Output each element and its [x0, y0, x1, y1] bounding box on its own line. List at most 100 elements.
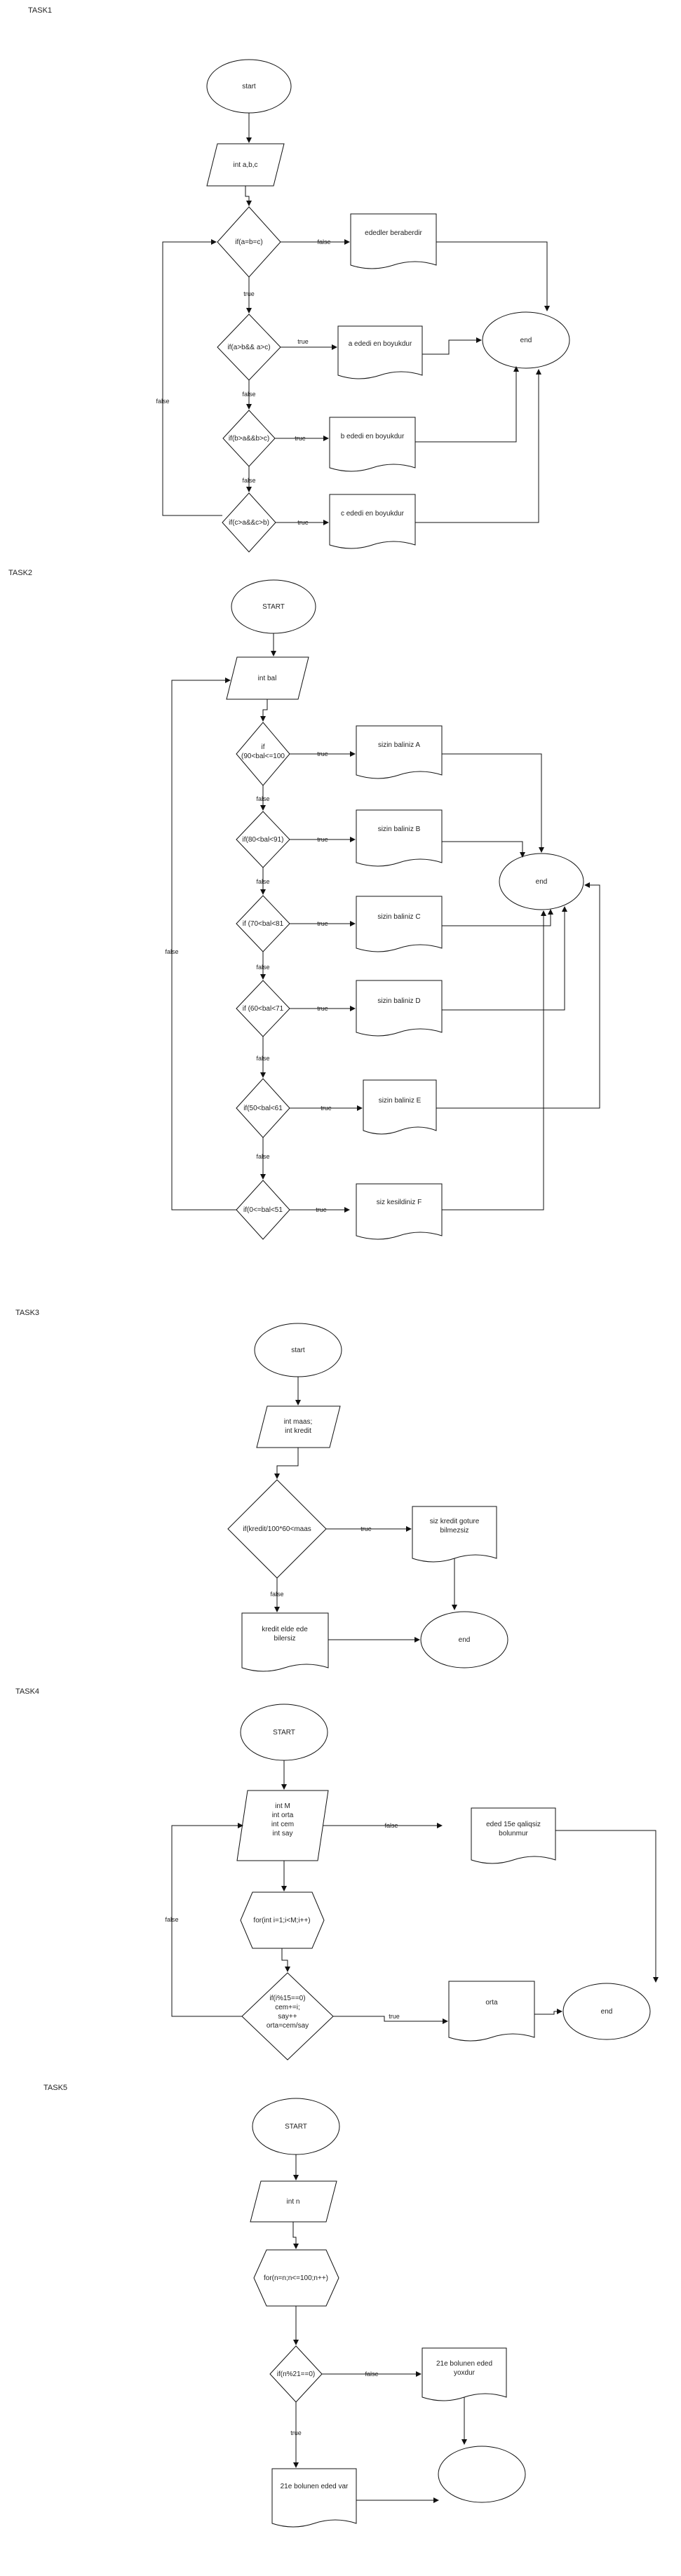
task4-cond-label-2: cem+=i;: [275, 2004, 300, 2011]
task5-input-node[interactable]: [250, 2180, 337, 2223]
task2-end-node[interactable]: [499, 853, 584, 910]
task4-none-label-1: eded 15e qaliqsiz: [486, 1821, 541, 1828]
task2-grade-e-label: sizin baliniz E: [379, 1097, 422, 1105]
task2-false-label-3: false: [256, 964, 269, 971]
task1-true-label-2: true: [297, 338, 309, 345]
task2-grade-b-output[interactable]: [356, 809, 443, 867]
task3-no-output[interactable]: [241, 1612, 329, 1672]
task5-found-output[interactable]: [271, 2468, 357, 2528]
task4-title: TASK4: [15, 1687, 39, 1696]
task2-false-label-6: false: [165, 948, 178, 955]
task2-true-label-1: true: [317, 750, 328, 757]
task4-input-label-1: int M: [275, 1802, 290, 1810]
task1-true-label-4: true: [297, 519, 309, 526]
task4-orta-output[interactable]: [448, 1981, 535, 2042]
task1-false-label-4: false: [156, 398, 169, 405]
task2-grade-f-output[interactable]: [356, 1183, 443, 1240]
task1-cond3-label: if(b>a&&b>c): [229, 435, 269, 443]
task1-input-node[interactable]: [206, 143, 285, 187]
task4-input-label-2: int orta: [272, 1812, 294, 1819]
task2-input-label: int bal: [258, 675, 277, 682]
task5-none-label-1: 21e bolunen eded: [436, 2360, 492, 2368]
task4-cond-label-4: orta=cem/say: [267, 2022, 309, 2030]
task2-cond6-node[interactable]: [236, 1180, 290, 1240]
task1-b-big-output[interactable]: [329, 417, 416, 472]
task4-edges: [171, 1760, 659, 2024]
task3-end-label: end: [459, 1636, 471, 1644]
task3-false-label: false: [270, 1591, 283, 1598]
task4-input-node[interactable]: [236, 1790, 329, 1861]
task3-edges: [274, 1377, 457, 1643]
task1-b-big-label: b ededi en boyukdur: [341, 433, 405, 440]
task2-edges: [171, 633, 600, 1213]
task2-grade-d-output[interactable]: [356, 980, 443, 1037]
task1-cond1-label: if(a=b=c): [235, 238, 262, 246]
task2-cond3-label: if (70<bal<81: [243, 920, 284, 928]
task2-cond2-label: if(80<bal<91): [243, 836, 284, 844]
task4-end-label: end: [601, 2008, 613, 2016]
task5-none-label-2: yoxdur: [454, 2369, 476, 2377]
task4-loop-node[interactable]: [240, 1891, 325, 1949]
task2-input-node[interactable]: [226, 656, 309, 700]
task4-end-node[interactable]: [562, 1983, 651, 2040]
task4-cond-label-1: if(i%15==0): [269, 1995, 305, 2002]
task2-cond6-label: if(0<=bal<51: [243, 1206, 283, 1214]
task3-input-node[interactable]: [256, 1405, 341, 1448]
task5-loop-label: for(n=n;n<=100;n++): [264, 2274, 328, 2282]
task4-start-label: START: [273, 1729, 295, 1737]
task1-equal-output[interactable]: [350, 213, 437, 269]
task5-input-label: int n: [287, 2198, 300, 2206]
task2-grade-c-label: sizin baliniz C: [377, 913, 420, 921]
task2-true-label-6: true: [316, 1206, 327, 1213]
task4-cond-node[interactable]: [241, 1972, 334, 2061]
task4-cond-label-3: say++: [278, 2013, 297, 2021]
task5-loop-node[interactable]: [253, 2249, 339, 2307]
task1-c-big-output[interactable]: [329, 494, 416, 549]
task3-input-label-1: int maas;: [284, 1418, 313, 1426]
task2-false-label-1: false: [256, 795, 269, 802]
task2-grade-c-output[interactable]: [356, 896, 443, 952]
task1-equal-label: ededler beraberdir: [365, 229, 422, 237]
task2-grade-f-label: siz kesildiniz F: [377, 1199, 422, 1206]
task4-orta-label: orta: [485, 1999, 498, 2007]
task3-start-label: start: [291, 1347, 305, 1354]
task1-a-big-output[interactable]: [337, 325, 423, 379]
task2-grade-a-output[interactable]: [356, 725, 443, 779]
task1-cond4-node[interactable]: [222, 492, 276, 553]
task4-none-output[interactable]: [471, 1807, 556, 1864]
task1-input-label: int a,b,c: [233, 161, 257, 169]
task5-end-node[interactable]: [438, 2446, 526, 2503]
task2-grade-b-label: sizin baliniz B: [378, 825, 421, 833]
task1-end-node[interactable]: [482, 311, 570, 369]
task2-true-label-4: true: [317, 1005, 328, 1012]
task3-end-node[interactable]: [420, 1611, 508, 1668]
task1-false-label-2: false: [242, 391, 255, 398]
task4-input-label-4: int say: [273, 1830, 293, 1837]
task2-grade-a-label: sizin baliniz A: [378, 741, 420, 749]
task1-edges: [162, 113, 550, 525]
task2-start-label: START: [262, 603, 285, 611]
task2-false-label-5: false: [256, 1153, 269, 1160]
task3-input-label-2: int kredit: [285, 1427, 311, 1435]
task2-title: TASK2: [8, 569, 32, 577]
task1-true-label-1: true: [243, 290, 255, 297]
task1-a-big-label: a ededi en boyukdur: [349, 340, 412, 348]
task5-none-output[interactable]: [422, 2347, 507, 2401]
task5-title: TASK5: [43, 2084, 67, 2092]
task5-start-label: START: [285, 2123, 307, 2131]
task3-cond-label: if(kredit/100*60<maas: [243, 1525, 311, 1533]
task1-cond2-label: if(a>b&& a>c): [227, 344, 270, 351]
task3-yes-label-1: siz kredit goture: [430, 1518, 480, 1525]
task1-start-label: start: [242, 83, 256, 90]
task5-found-label: 21e bolunen eded var: [281, 2483, 349, 2490]
task3-yes-output[interactable]: [412, 1506, 497, 1563]
task2-grade-e-output[interactable]: [363, 1079, 437, 1135]
task1-true-label-3: true: [295, 435, 306, 442]
task5-false-label: false: [365, 2371, 378, 2378]
task2-false-label-2: false: [256, 878, 269, 885]
task1-c-big-label: c ededi en boyukdur: [341, 510, 405, 518]
task4-false-label-2: false: [165, 1916, 178, 1923]
task4-loop-label: for(int i=1;i<M;i++): [253, 1917, 310, 1924]
task3-yes-label-2: bilmezsiz: [440, 1527, 468, 1535]
